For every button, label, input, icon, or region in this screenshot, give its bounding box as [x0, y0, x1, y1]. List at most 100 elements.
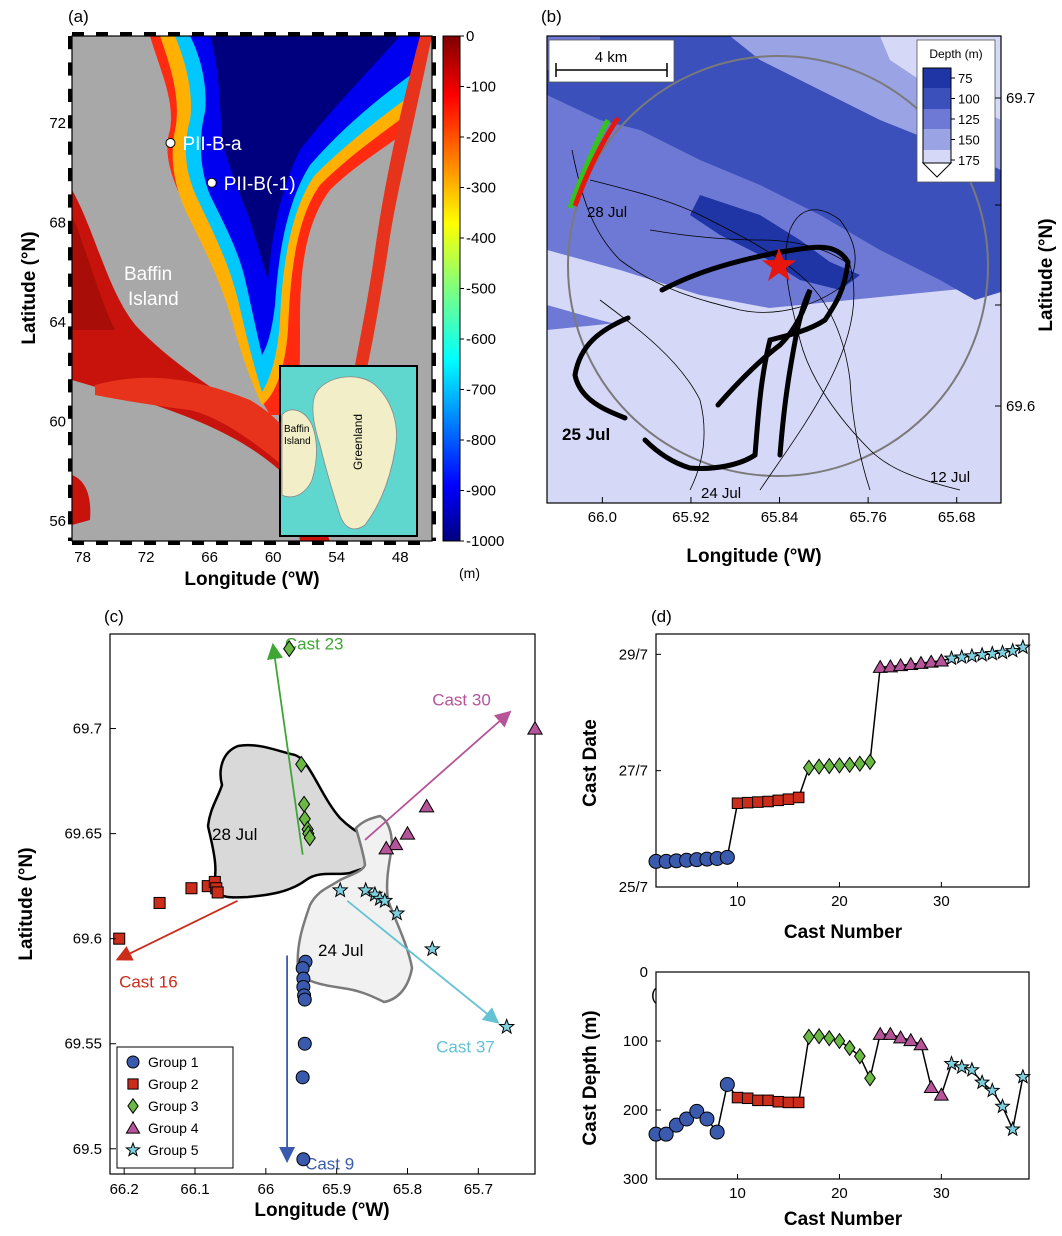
frame-segment-bottom	[168, 541, 180, 545]
frame-segment-left	[68, 458, 72, 472]
frame-segment-right	[432, 141, 436, 155]
cast-point	[297, 992, 312, 1007]
cast-marker	[843, 756, 856, 774]
cast-marker	[719, 1076, 735, 1092]
cast-marker	[872, 1026, 888, 1040]
legend-marker	[126, 1055, 140, 1069]
cast-marker	[741, 1092, 754, 1105]
cast-point	[185, 882, 198, 895]
frame-segment-top	[216, 32, 228, 36]
cast-marker	[741, 796, 754, 809]
cast-marker	[953, 1058, 970, 1075]
colorbar-tick-label: -100	[466, 79, 496, 96]
cast-marker	[892, 657, 909, 672]
panel-a-frame-ticks	[68, 32, 436, 545]
panel-a-map: Greenland Baffin Island Baffin Island PI…	[72, 36, 432, 541]
panel-a: (a) Greenland Baffin	[19, 7, 504, 590]
region-label-28jul: 28 Jul	[212, 825, 257, 844]
frame-segment-top	[120, 32, 132, 36]
x-tick-label: 10	[729, 1185, 746, 1202]
cast-marker	[903, 1032, 919, 1047]
cast-marker	[719, 849, 735, 865]
colorbar-tick-label: -300	[466, 180, 496, 197]
depth-legend-title: Depth (m)	[929, 47, 982, 61]
cast-arrow-label: Cast 37	[436, 1038, 495, 1057]
frame-segment-left	[68, 141, 72, 155]
cast-marker	[752, 1094, 764, 1107]
frame-segment-bottom	[192, 541, 204, 545]
cast-marker	[802, 1028, 815, 1046]
frame-segment-top	[384, 32, 396, 36]
x-tick-label: 10	[729, 893, 746, 910]
y-tick-label: 69.5	[73, 1141, 102, 1158]
cast-marker	[679, 1111, 695, 1127]
frame-segment-left	[68, 511, 72, 525]
cast-marker	[802, 759, 815, 777]
cast-marker	[984, 1082, 1001, 1098]
panel-a-ylabel: Latitude (°N)	[19, 231, 40, 344]
frame-segment-left	[68, 247, 72, 261]
depth-legend-label: 100	[958, 92, 980, 107]
baffin-label: Baffin	[124, 264, 172, 285]
cast-marker	[762, 1094, 774, 1107]
y-tick-label: 25/7	[619, 879, 648, 896]
frame-segment-right	[432, 247, 436, 261]
cast-arrow-label: Cast 9	[305, 1154, 354, 1173]
frame-segment-right	[432, 352, 436, 366]
cast-marker	[752, 796, 764, 808]
x-tick-label: 65.7	[464, 1181, 493, 1198]
scale-bar-label: 4 km	[595, 49, 628, 66]
frame-segment-top	[288, 32, 300, 36]
cast-point	[526, 720, 544, 735]
cast-point	[283, 640, 296, 658]
y-tick-label: 0	[640, 964, 648, 981]
cast-marker	[973, 1073, 991, 1090]
island-label: Island	[128, 289, 179, 310]
frame-segment-bottom	[408, 541, 420, 545]
colorbar-ticks: 0-100-200-300-400-500-600-700-800-900-10…	[460, 28, 504, 550]
panel-e-xlabel: Cast Number	[784, 1209, 903, 1230]
frame-segment-top	[336, 32, 348, 36]
frame-segment-right	[432, 115, 436, 129]
cast-marker	[923, 1079, 939, 1093]
legend-label: Group 5	[148, 1142, 199, 1158]
station-marker	[165, 137, 176, 148]
x-tick-label: 66	[201, 549, 218, 566]
frame-segment-bottom	[120, 541, 132, 545]
frame-segment-bottom	[216, 541, 228, 545]
cast-marker	[892, 1030, 909, 1044]
cast-marker	[864, 753, 876, 771]
panel-c-xlabel: Longitude (°W)	[254, 1200, 389, 1221]
track-label-28jul: 28 Jul	[587, 204, 627, 221]
frame-segment-left	[68, 273, 72, 287]
legend-label: Group 4	[148, 1120, 199, 1136]
track-label-24jul: 24 Jul	[701, 485, 741, 502]
frame-segment-left	[68, 36, 72, 50]
x-tick-label: 20	[831, 1185, 848, 1202]
colorbar-unit: (m)	[459, 565, 480, 581]
y-tick-label: 69.7	[73, 721, 102, 738]
cast-marker	[864, 1069, 876, 1087]
legend-label: Group 3	[148, 1098, 199, 1114]
cast-marker	[731, 797, 744, 810]
cast-marker	[782, 793, 795, 805]
cast-marker	[853, 1047, 866, 1065]
frame-segment-top	[264, 32, 276, 36]
y-tick-label: 29/7	[619, 646, 648, 663]
panel-d-ylabel: Cast Date	[580, 719, 601, 807]
frame-segment-bottom	[312, 541, 324, 545]
cast-marker	[933, 653, 950, 667]
y-tick-label: 64	[49, 314, 66, 331]
frame-segment-right	[432, 511, 436, 525]
frame-segment-left	[68, 537, 72, 541]
legend-marker	[127, 1078, 139, 1090]
cast-marker	[762, 795, 774, 808]
cast-marker	[699, 1111, 715, 1127]
panel-b-y-ticks: 69.769.6	[995, 90, 1035, 415]
